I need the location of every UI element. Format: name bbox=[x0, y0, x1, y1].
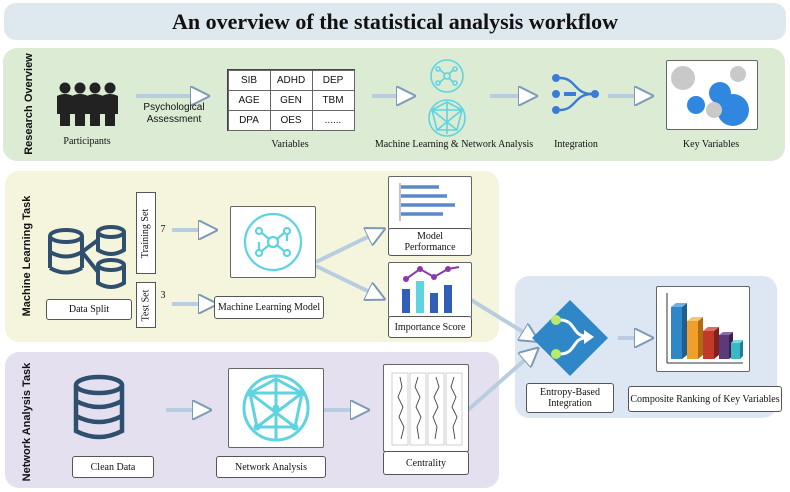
entropy-integration-icon bbox=[532, 300, 608, 376]
variables-caption: Variables bbox=[271, 139, 309, 150]
variable-cell: GEN bbox=[269, 89, 313, 111]
centrality-plot-icon bbox=[383, 364, 469, 452]
variable-cell: ...... bbox=[311, 109, 355, 131]
variable-cell: DEP bbox=[311, 69, 355, 91]
importance-score-label: Importance Score bbox=[394, 321, 466, 333]
importance-score-chart-icon bbox=[388, 262, 472, 318]
ml-network-icon bbox=[428, 59, 466, 137]
integration-icon bbox=[552, 74, 599, 114]
importance-score-box: Importance Score bbox=[388, 316, 472, 338]
variable-cell: ADHD bbox=[269, 69, 313, 91]
clean-data-database-icon bbox=[73, 374, 125, 440]
entropy-integration-label: Entropy-Based Integration bbox=[540, 387, 600, 409]
variable-cell: OES bbox=[269, 109, 313, 131]
test-ratio: 3 bbox=[160, 290, 166, 301]
assessment-caption: Psychological Assessment bbox=[143, 102, 205, 125]
key-variables-caption: Key Variables bbox=[682, 139, 740, 150]
data-split-label: Data Split bbox=[68, 304, 110, 315]
network-analysis-box: Network Analysis bbox=[216, 456, 326, 478]
data-split-box: Data Split bbox=[46, 299, 132, 320]
research-overview-panel bbox=[3, 48, 785, 161]
composite-ranking-chart-icon bbox=[656, 286, 750, 372]
entropy-integration-box: Entropy-Based Integration bbox=[526, 383, 614, 413]
network-analysis-label: Network Analysis bbox=[235, 461, 307, 473]
composite-ranking-box: Composite Ranking of Key Variables bbox=[628, 386, 782, 412]
model-performance-label: Model Performance bbox=[404, 231, 456, 253]
participants-caption: Participants bbox=[63, 136, 111, 147]
ml-model-icon bbox=[230, 206, 316, 278]
participants-icon bbox=[57, 82, 118, 126]
integration-caption: Integration bbox=[554, 139, 598, 150]
ml-network-caption: Machine Learning & Network Analysis bbox=[374, 139, 534, 150]
ml-model-label: Machine Learning Model bbox=[217, 302, 321, 313]
variables-grid: SIB ADHD DEP AGE GEN TBM DPA OES ...... bbox=[227, 69, 355, 131]
model-performance-chart-icon bbox=[388, 176, 472, 230]
variable-cell: TBM bbox=[311, 89, 355, 111]
title-banner: An overview of the statistical analysis … bbox=[4, 3, 786, 40]
data-split-database-icon bbox=[48, 225, 126, 289]
composite-ranking-label: Composite Ranking of Key Variables bbox=[630, 393, 780, 405]
clean-data-label: Clean Data bbox=[90, 461, 136, 473]
test-set-box: Test Set bbox=[136, 282, 156, 328]
key-variables-bubbles bbox=[666, 60, 758, 130]
page-title: An overview of the statistical analysis … bbox=[171, 8, 619, 34]
ml-model-box: Machine Learning Model bbox=[214, 296, 324, 319]
training-ratio: 7 bbox=[160, 224, 166, 235]
training-set-box: Training Set bbox=[136, 192, 156, 274]
clean-data-box: Clean Data bbox=[72, 456, 154, 478]
variable-cell: SIB bbox=[227, 69, 271, 91]
test-set-label: Test Set bbox=[140, 289, 152, 321]
training-set-label: Training Set bbox=[140, 208, 152, 258]
variable-cell: DPA bbox=[227, 109, 271, 131]
centrality-box: Centrality bbox=[383, 451, 469, 475]
network-analysis-icon bbox=[228, 368, 324, 448]
centrality-label: Centrality bbox=[406, 457, 446, 469]
variable-cell: AGE bbox=[227, 89, 271, 111]
model-performance-box: Model Performance bbox=[388, 228, 472, 256]
